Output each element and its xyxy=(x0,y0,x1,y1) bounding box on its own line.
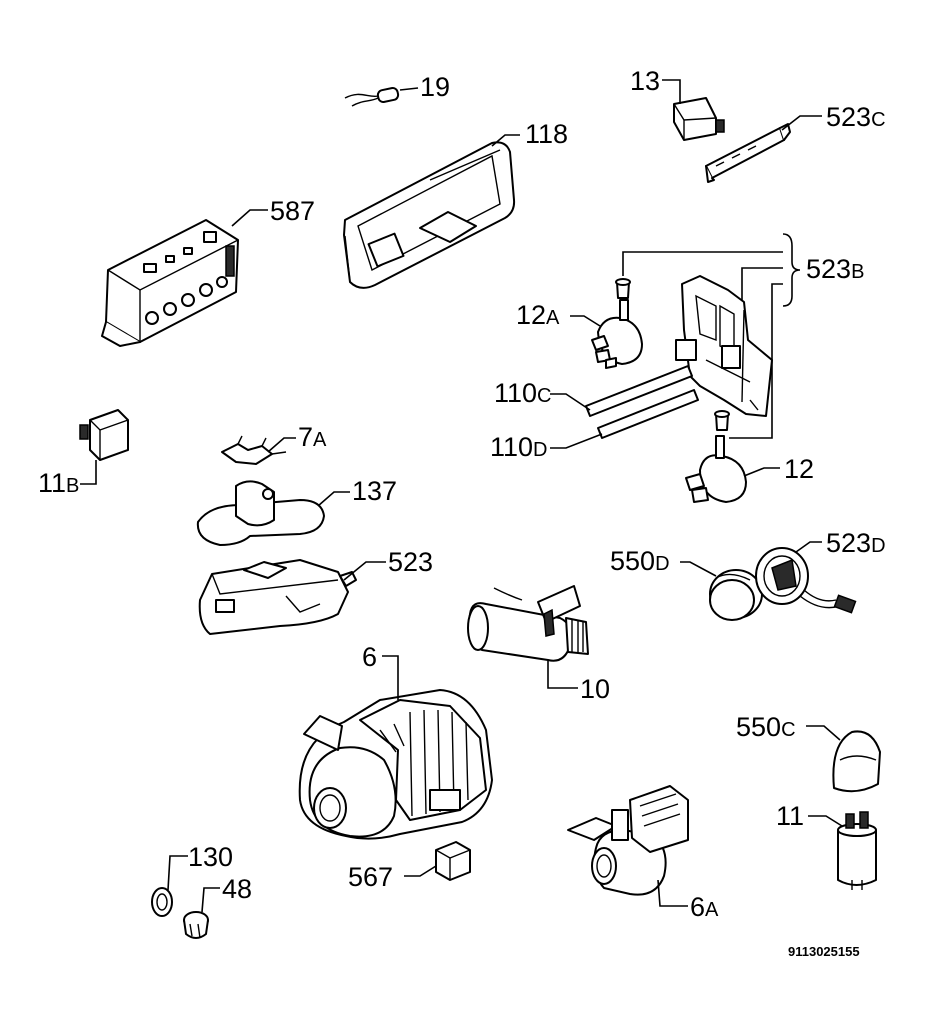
part-11b-relay: 11B xyxy=(38,409,129,498)
leader-523b-1 xyxy=(622,251,783,276)
part-137-cover: 137 xyxy=(196,476,397,546)
part-523-base: 523 xyxy=(198,547,433,635)
label-130: 130 xyxy=(188,842,233,872)
label-11b: 11B xyxy=(38,468,79,498)
part-550d-cap: 550D xyxy=(610,546,763,621)
label-6: 6 xyxy=(362,642,377,672)
label-118: 118 xyxy=(525,119,568,149)
leader-523b-3 xyxy=(729,283,783,439)
label-19: 19 xyxy=(420,72,450,102)
label-110c: 110C xyxy=(494,378,552,408)
label-137: 137 xyxy=(352,476,397,506)
label-7a: 7A xyxy=(298,422,327,452)
part-587-control-board: 587 xyxy=(101,196,315,347)
part-12a-pressure-switch: 12A xyxy=(516,299,643,369)
label-13: 13 xyxy=(630,66,660,96)
leader-110c xyxy=(550,393,591,411)
part-523b-screw-top xyxy=(615,278,631,299)
part-7a-clip: 7A xyxy=(221,422,327,465)
label-523d: 523D xyxy=(826,528,886,558)
label-523c: 523C xyxy=(826,102,886,132)
label-550c: 550C xyxy=(736,712,796,742)
part-523c-bracket: 523C xyxy=(705,102,886,183)
leader-523b-2 xyxy=(741,267,783,300)
label-6a: 6A xyxy=(690,892,719,922)
brace-523b xyxy=(782,233,801,307)
label-550d: 550D xyxy=(610,546,670,576)
label-48: 48 xyxy=(222,874,252,904)
part-48-bolt: 48 xyxy=(183,874,252,939)
part-11-capacitor: 11 xyxy=(776,801,877,890)
label-110d: 110D xyxy=(490,432,548,462)
label-567: 567 xyxy=(348,862,393,892)
label-523: 523 xyxy=(388,547,433,577)
leader-110d xyxy=(550,433,603,449)
part-10-heater: 10 xyxy=(467,585,610,704)
label-10: 10 xyxy=(580,674,610,704)
part-13-relay: 13 xyxy=(630,66,725,141)
part-19-sensor: 19 xyxy=(344,72,450,107)
part-118-dispenser: 118 xyxy=(343,119,568,289)
label-523b: 523B xyxy=(806,254,864,284)
part-6-pump-motor: 6 xyxy=(298,642,493,840)
part-567-connector: 567 xyxy=(348,841,471,892)
label-12a: 12A xyxy=(516,300,560,330)
part-110c-hose xyxy=(585,365,693,417)
part-130-seal: 130 xyxy=(151,842,233,917)
label-587: 587 xyxy=(270,196,315,226)
label-11: 11 xyxy=(776,801,804,831)
label-12: 12 xyxy=(784,454,814,484)
part-550c-cap: 550C xyxy=(736,712,881,793)
part-523d-holder: 523D xyxy=(755,528,886,614)
diagram-code: 9113025155 xyxy=(788,944,860,959)
part-12-pressure-switch: 12 xyxy=(685,435,814,503)
part-6a-drain-pump: 6A xyxy=(567,785,719,922)
part-523b-screw-bottom xyxy=(714,410,730,431)
